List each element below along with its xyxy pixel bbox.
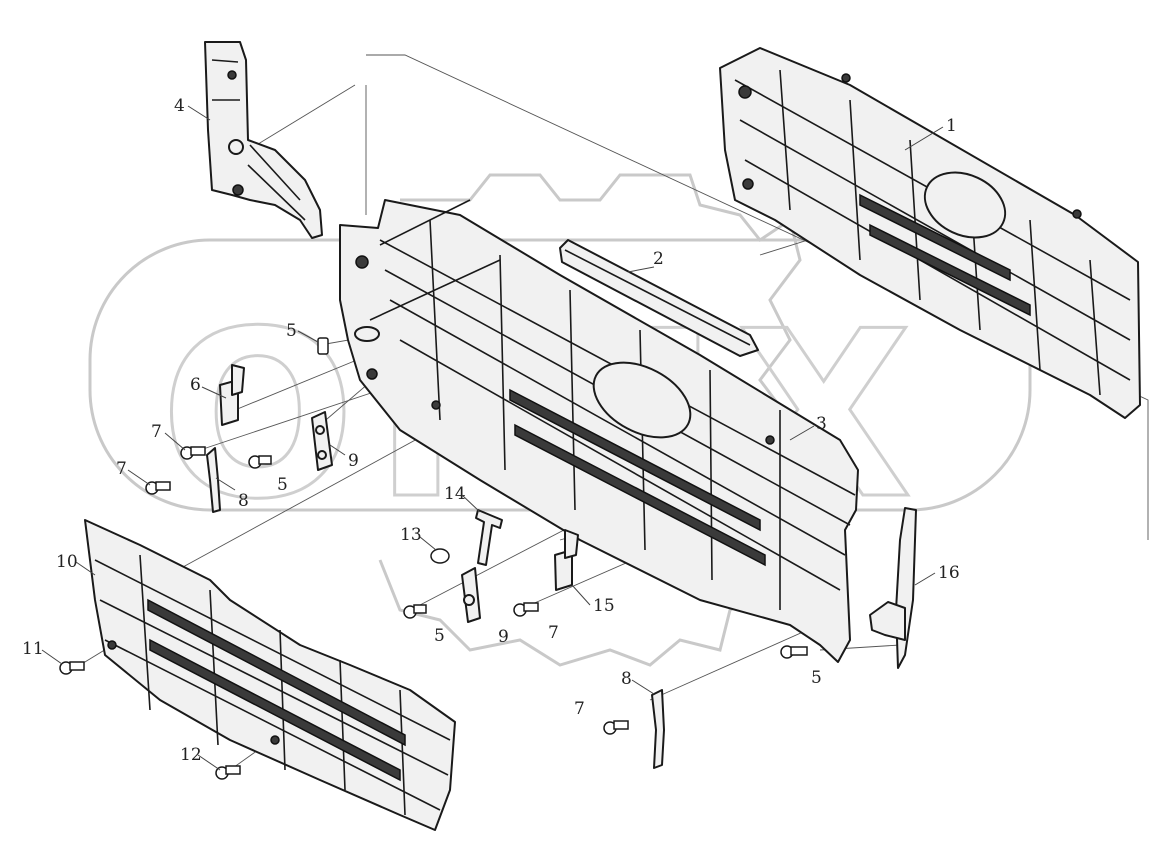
part-plate-9-lower: [461, 567, 481, 623]
bolt-7a: [180, 446, 206, 460]
callout-2: 2: [653, 249, 664, 269]
callout-5-c: 5: [434, 626, 445, 646]
bolts: [59, 337, 808, 780]
callout-9-b: 9: [498, 627, 509, 647]
callout-5-d: 5: [811, 668, 822, 688]
callout-9-a: 9: [348, 451, 359, 471]
callout-8-a: 8: [238, 491, 249, 511]
callout-13: 13: [400, 525, 422, 545]
callout-1: 1: [946, 116, 957, 136]
bolt-11: [59, 661, 85, 675]
callout-7-d: 7: [574, 699, 585, 719]
part-bracket-15: [554, 529, 579, 591]
part-strip-8-upper: [206, 447, 221, 513]
callouts: 1 2 3 4 5 5 5 5 6 7 7 7 7 8 8 9 9 10 11 …: [22, 96, 960, 765]
callout-3: 3: [816, 414, 827, 434]
part-strip-8-lower: [651, 689, 665, 769]
callout-7-b: 7: [116, 459, 127, 479]
callout-7-c: 7: [548, 623, 559, 643]
bolt-5c: [403, 604, 427, 619]
bolt-7d: [603, 720, 629, 735]
part-plate-9-upper: [311, 411, 333, 471]
bolt-5a: [317, 337, 329, 355]
bolt-7b: [145, 481, 171, 495]
part-strip-2: [559, 239, 759, 357]
callout-15: 15: [593, 596, 615, 616]
part-lower-grille-10: [84, 519, 456, 831]
callout-14: 14: [444, 484, 466, 504]
bolt-5d: [780, 645, 808, 659]
callout-8-b: 8: [621, 669, 632, 689]
part-bracket-6: [219, 364, 245, 426]
part-main-grille-3: [339, 199, 859, 663]
part-grille-frame-1: [719, 47, 1141, 419]
callout-11: 11: [22, 639, 44, 659]
part-hinge-14: [475, 509, 503, 566]
callout-5-a: 5: [286, 321, 297, 341]
cap-13: [430, 548, 450, 564]
bolt-12: [215, 765, 241, 780]
callout-12: 12: [180, 745, 202, 765]
callout-6: 6: [190, 375, 201, 395]
bolt-7c: [513, 602, 539, 617]
callout-10: 10: [56, 552, 78, 572]
callout-leaders: [41, 105, 944, 771]
callout-16: 16: [938, 563, 960, 583]
part-side-trim-4: [204, 41, 323, 239]
callout-4: 4: [174, 96, 185, 116]
bolt-5b: [248, 455, 272, 469]
part-side-trim-16: [869, 507, 917, 669]
callout-7-a: 7: [151, 422, 162, 442]
callout-5-b: 5: [277, 475, 288, 495]
